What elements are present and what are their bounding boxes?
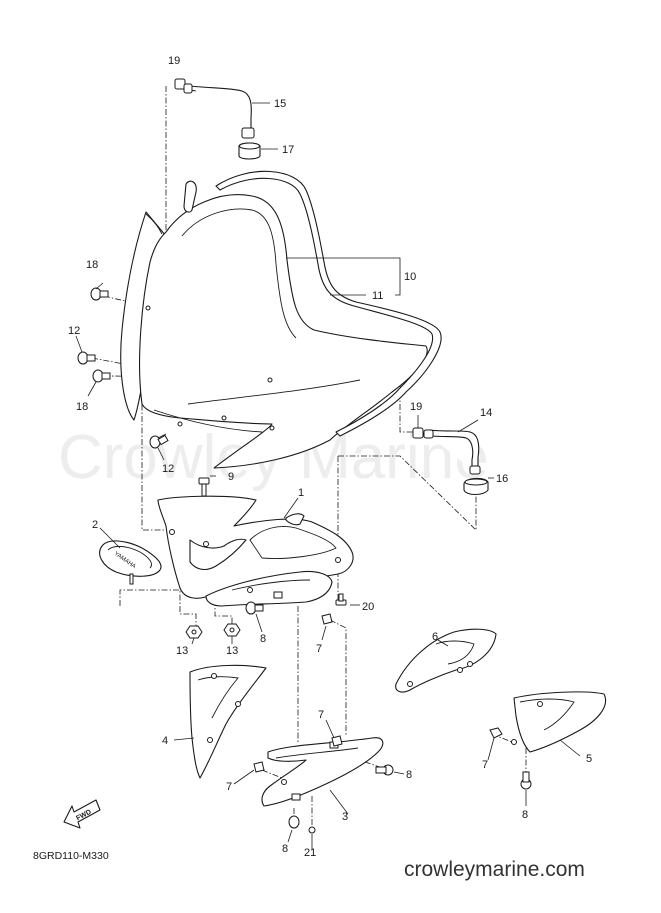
callout-16: 16 [496, 473, 508, 485]
windshield-trim-part-11 [183, 170, 442, 437]
callout-19-lower: 19 [410, 401, 422, 413]
callout-19-top: 19 [168, 55, 180, 67]
emblem-part-2: YAMAHA [99, 540, 162, 585]
callout-7-middle: 7 [318, 709, 324, 721]
side-panel-part-4 [189, 664, 267, 779]
callout-13-left: 13 [176, 645, 188, 657]
callout-3: 3 [342, 811, 348, 823]
callout-5: 5 [586, 753, 592, 765]
callout-7-lower: 7 [226, 781, 232, 793]
callout-8-middle: 8 [260, 633, 266, 645]
callout-4: 4 [162, 735, 168, 747]
callout-7-right: 7 [482, 759, 488, 771]
cover-part-6 [395, 628, 497, 693]
site-url[interactable]: crowleymarine.com [404, 858, 585, 881]
screw-12-upper [77, 351, 96, 365]
callout-8-right: 8 [522, 809, 528, 821]
clip-7-b [331, 735, 343, 747]
clip-7-a [321, 613, 333, 625]
callout-18-upper: 18 [86, 259, 98, 271]
callout-12-lower: 12 [162, 463, 174, 475]
callout-18-lower: 18 [76, 401, 88, 413]
callout-6: 6 [432, 631, 438, 643]
nut-13-right [223, 623, 241, 637]
fwd-arrow-icon: FWD [63, 799, 101, 829]
callout-13-right: 13 [226, 645, 238, 657]
callout-11: 11 [372, 290, 383, 302]
bolt-9 [198, 477, 210, 497]
leader-lines [75, 102, 581, 850]
screw-8-middle [245, 601, 264, 615]
clip-7-c [253, 761, 265, 773]
screw-8-lower-right [375, 764, 394, 776]
screw-8-lower [288, 815, 300, 829]
hose-clamp-19-top [174, 78, 193, 94]
bolt-20 [335, 593, 347, 606]
callout-14: 14 [480, 407, 492, 419]
diagram-code: 8GRD110-M330 [33, 850, 109, 862]
grommet-16 [463, 477, 489, 496]
grommet-17 [238, 142, 261, 160]
cowl-lower-part-1 [205, 570, 333, 607]
callout-1: 1 [298, 487, 304, 499]
callout-9: 9 [228, 471, 234, 483]
lower-panel-part-3 [261, 737, 384, 807]
callout-7-upper: 7 [316, 643, 322, 655]
hose-upper [185, 85, 255, 139]
callout-15: 15 [274, 98, 286, 110]
callout-8-lower-right: 8 [406, 769, 412, 781]
screw-18-lower [92, 369, 111, 383]
nut-13-left [185, 625, 203, 639]
callout-20: 20 [362, 601, 374, 613]
callouts: 19 15 17 10 11 18 12 18 12 19 14 16 9 1 … [68, 55, 592, 859]
cover-part-5 [489, 691, 606, 753]
hose-clamp-19-lower [412, 427, 434, 439]
callout-8-bottom: 8 [282, 843, 288, 855]
callout-21: 21 [304, 847, 316, 859]
callout-17: 17 [282, 144, 294, 156]
callout-12-upper: 12 [68, 325, 80, 337]
washer-21 [308, 826, 316, 834]
assembly-lines [91, 86, 527, 828]
hose-lower [427, 429, 481, 475]
callout-2: 2 [92, 519, 98, 531]
screw-8-right [520, 771, 532, 790]
screw-18-upper [90, 287, 109, 301]
callout-10: 10 [404, 271, 416, 283]
screw-12-lower [149, 434, 169, 449]
